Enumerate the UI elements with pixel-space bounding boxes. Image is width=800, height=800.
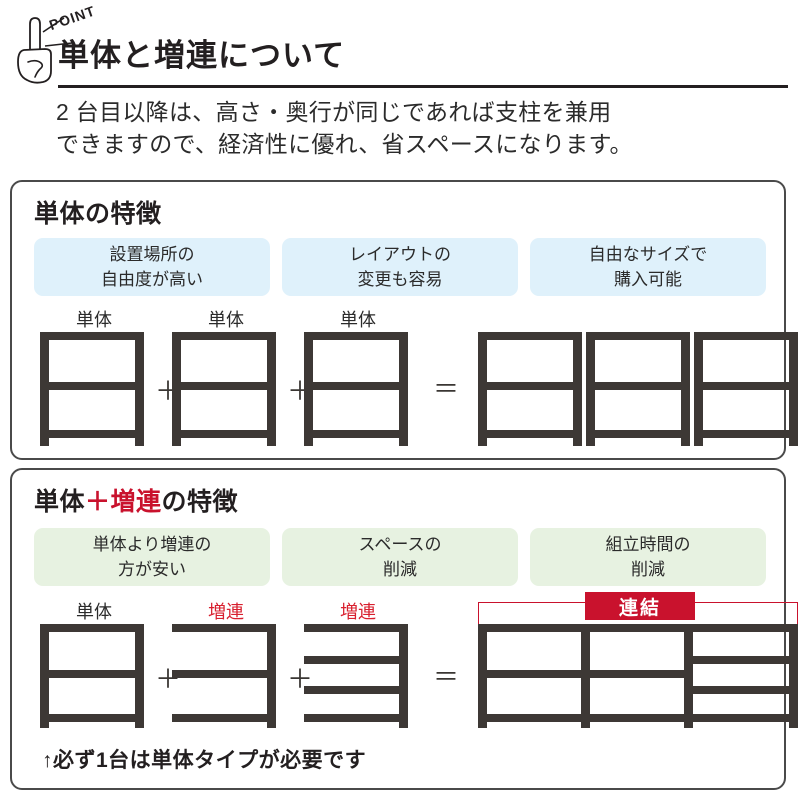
operator-equals: ＝ [433, 662, 460, 692]
rack-label-2: 増連 [208, 602, 244, 622]
chip-line-2: 方が安い [118, 560, 186, 579]
chip-line-1: 組立時間の [605, 535, 691, 554]
page-header: POINT 単体と増連について [0, 0, 800, 92]
feature-chip: 組立時間の 削減 [530, 528, 766, 586]
rack-label-1: 単体 [76, 602, 112, 622]
operator-equals: ＝ [433, 374, 460, 404]
rack-label-3: 単体 [340, 310, 376, 330]
chip-line-2: 自由度が高い [101, 270, 203, 289]
chip-line-1: 自由なサイズで [588, 245, 708, 264]
rack-label-2: 単体 [208, 310, 244, 330]
title-underline [58, 85, 788, 88]
section-combo-note: ↑必ず1台は単体タイプが必要です [42, 749, 367, 772]
chip-line-1: レイアウトの [349, 245, 451, 264]
subtitle-line-1: 2 台目以降は、高さ・奥行が同じであれば支柱を兼用 [56, 99, 612, 125]
page-title-text: 単体と増連について [58, 38, 346, 73]
link-badge: 連結 [585, 592, 695, 620]
chip-line-2: 購入可能 [614, 270, 682, 289]
pointing-hand-icon [17, 17, 73, 84]
section-single-title: 単体の特徴 [34, 200, 162, 228]
feature-chip: スペースの 削減 [282, 528, 518, 586]
point-badge: POINT [12, 2, 108, 88]
feature-chip: レイアウトの 変更も容易 [282, 238, 518, 296]
section-combo-title-part2: の特徴 [161, 488, 239, 516]
section-combo-title: 単体＋増連の特徴 [34, 482, 238, 518]
section-combo: 単体＋増連の特徴 単体より増連の 方が安い スペースの 削減 組立時間の 削減 … [10, 468, 798, 790]
chip-line-2: 削減 [631, 560, 665, 579]
chip-line-1: 単体より増連の [92, 535, 212, 554]
page-title: 単体と増連について [58, 38, 788, 73]
section-single: 単体の特徴 設置場所の 自由度が高い レイアウトの 変更も容易 自由なサイズで … [10, 180, 798, 460]
chip-line-1: スペースの [358, 535, 442, 554]
feature-chip: 単体より増連の 方が安い [34, 528, 270, 586]
section-single-diagram: 単体 単体 単体 ＋ ＋ ＝ [30, 306, 798, 446]
section-combo-title-part1: 単体 [34, 488, 86, 516]
feature-chip: 設置場所の 自由度が高い [34, 238, 270, 296]
chip-line-1: 設置場所の [109, 245, 195, 264]
section-single-chips: 設置場所の 自由度が高い レイアウトの 変更も容易 自由なサイズで 購入可能 [34, 238, 766, 296]
feature-chip: 自由なサイズで 購入可能 [530, 238, 766, 296]
subtitle-line-2: できますので、経済性に優れ、省スペースになります。 [56, 131, 633, 157]
page-subtitle: 2 台目以降は、高さ・奥行が同じであれば支柱を兼用 できますので、経済性に優れ、… [56, 96, 776, 160]
rack-label-3: 増連 [340, 602, 376, 622]
rack-label-1: 単体 [76, 310, 112, 330]
chip-line-2: 削減 [383, 560, 417, 579]
section-combo-title-accent: ＋増連 [85, 488, 162, 516]
section-combo-chips: 単体より増連の 方が安い スペースの 削減 組立時間の 削減 [34, 528, 766, 586]
section-combo-diagram: 単体 増連 増連 ＋ ＋ ＝ 連 [30, 592, 798, 728]
chip-line-2: 変更も容易 [357, 270, 443, 289]
